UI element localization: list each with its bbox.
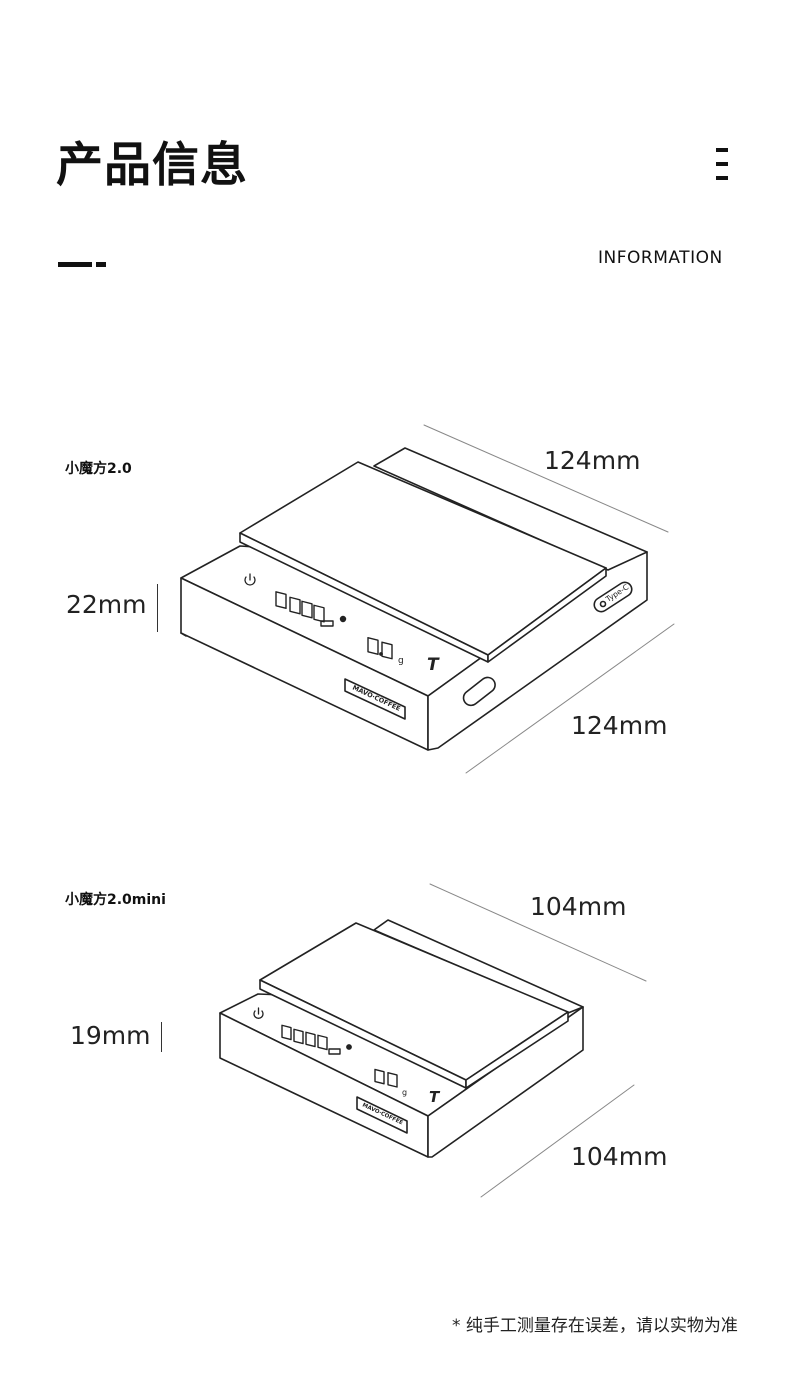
battery-icon-1 [320, 620, 334, 627]
plate-side-edge-1 [487, 567, 607, 663]
port-indicator-1 [599, 600, 607, 608]
vertical-dashes-icon [716, 148, 730, 184]
product-name-1: 小魔方2.0 [65, 461, 132, 477]
side-switch-1 [462, 676, 496, 707]
power-icon-2 [253, 1007, 264, 1019]
height-marker-2 [161, 1022, 162, 1052]
height-marker-1 [157, 584, 158, 632]
brand-badge-1 [344, 678, 406, 720]
scale-drawing-2 [219, 883, 647, 1198]
depth-dimension-1: 124mm [571, 711, 668, 740]
tare-label-1: T [427, 655, 440, 675]
width-guide-line-2 [429, 883, 647, 982]
unit-label-2: g [402, 1088, 407, 1097]
timer-display-1 [275, 591, 347, 627]
battery-icon-2 [328, 1048, 341, 1055]
depth-dimension-2: 104mm [571, 1142, 668, 1171]
width-dimension-2: 104mm [530, 892, 627, 921]
tare-label-2: T [429, 1088, 441, 1106]
timer-display-2 [281, 1024, 352, 1055]
weight-display-2 [374, 1068, 398, 1088]
brand-badge-2 [356, 1096, 408, 1134]
page-title: 产品信息 [56, 138, 248, 193]
title-underline [58, 262, 108, 268]
depth-guide-line-1 [465, 623, 675, 774]
width-guide-line-1 [423, 424, 669, 533]
width-dimension-1: 124mm [544, 446, 641, 475]
drop-icon-2 [346, 1044, 352, 1050]
depth-guide-line-2 [480, 1084, 635, 1198]
power-icon [244, 573, 256, 586]
usb-c-port-1 [593, 581, 633, 613]
scale-drawing-1 [180, 424, 675, 774]
product-name-2: 小魔方2.0mini [65, 892, 166, 908]
drop-icon-1 [339, 615, 347, 623]
page-subtitle: INFORMATION [598, 248, 723, 268]
weight-display-1 [367, 637, 393, 660]
footnote: * 纯手工测量存在误差，请以实物为准 [452, 1316, 738, 1336]
height-dimension-2: 19mm [70, 1021, 151, 1050]
unit-label-1: g [398, 656, 404, 666]
height-dimension-1: 22mm [66, 590, 147, 619]
plate-side-edge-2 [465, 1011, 569, 1089]
